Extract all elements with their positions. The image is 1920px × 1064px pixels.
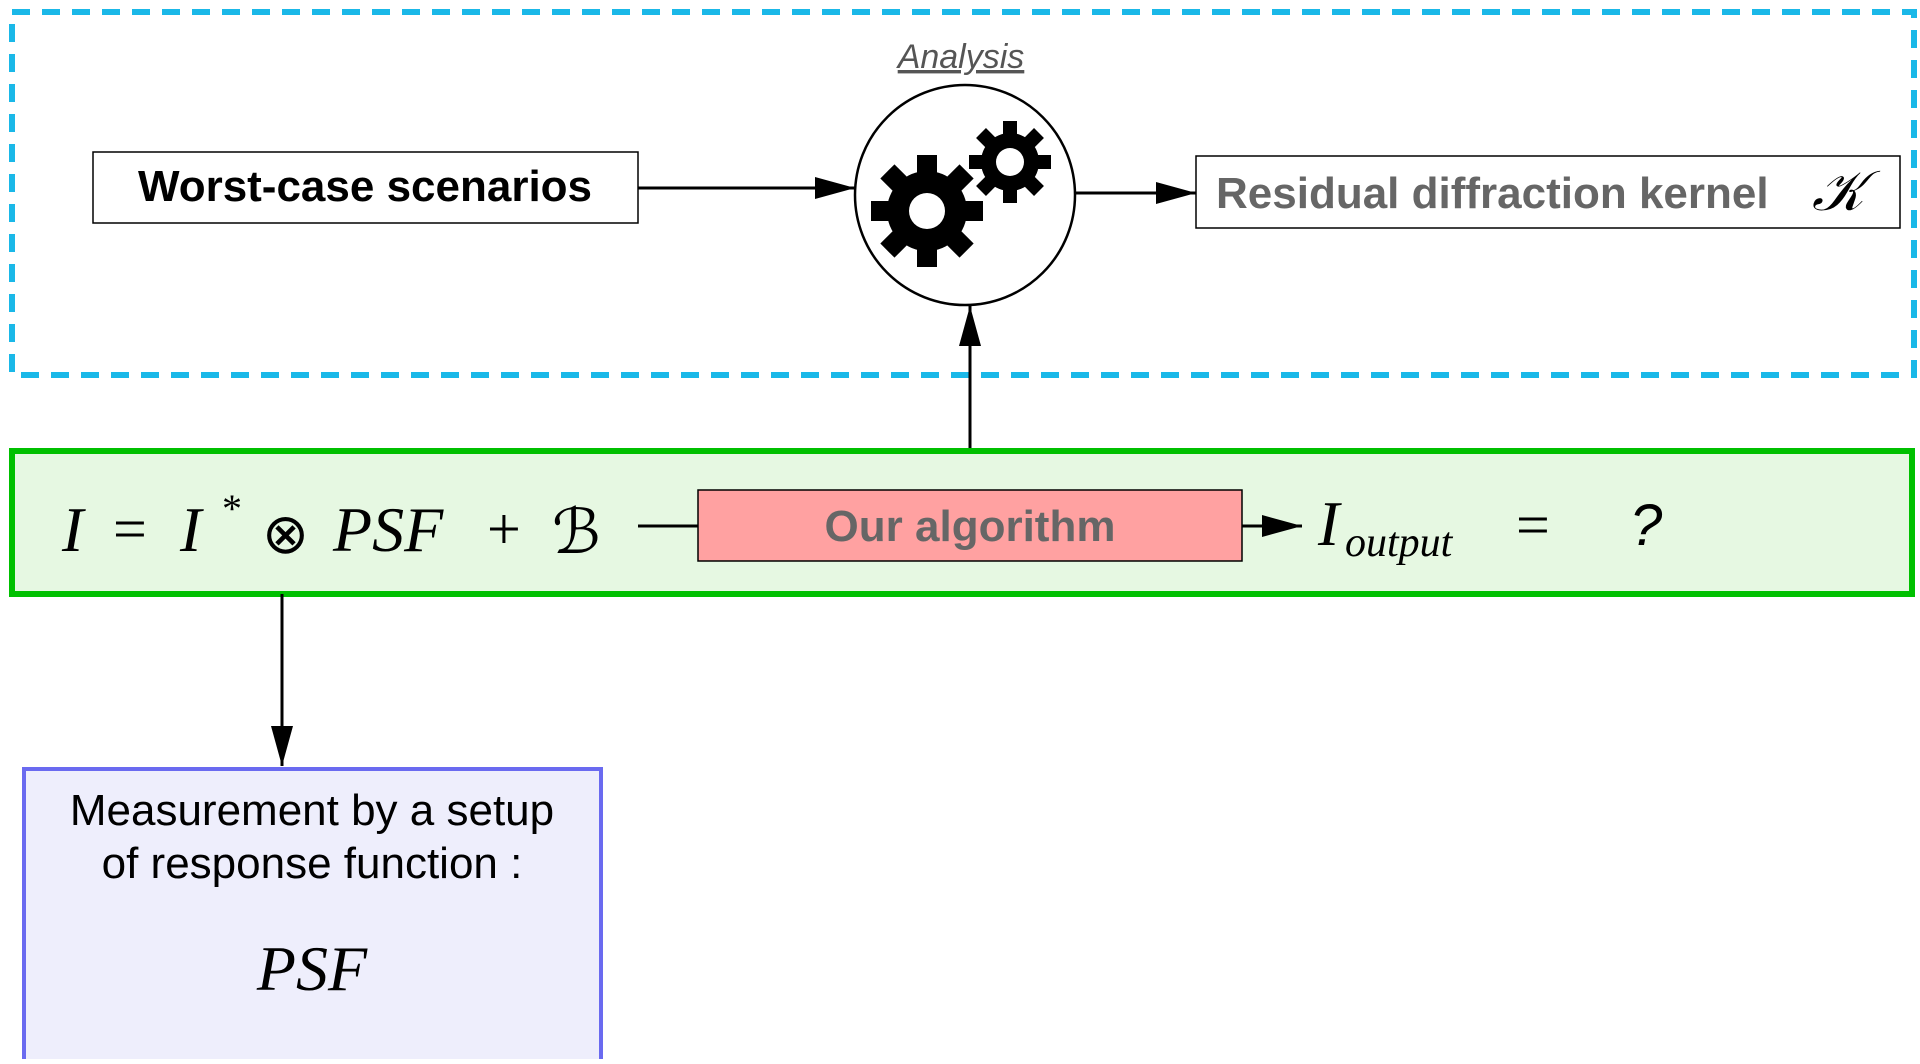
algorithm-box [697, 489, 1243, 562]
algorithm-label: Our algorithm [825, 502, 1116, 551]
worst-case-box [92, 151, 639, 224]
analysis-label: Analysis [896, 38, 1025, 76]
eq-I: I [61, 494, 86, 565]
output-equation: I output = ? [1317, 488, 1663, 566]
eq-plus: + [487, 496, 521, 562]
analysis-container [9, 9, 1917, 378]
eq-otimes: ⊗ [262, 502, 309, 567]
out-question: ? [1630, 493, 1663, 558]
eq-B: ℬ [552, 495, 601, 568]
eq-psf: PSF [332, 494, 444, 565]
out-I: I [1317, 488, 1342, 559]
input-equation: I = I * ⊗ PSF + ℬ [61, 486, 601, 568]
gears-icon [853, 83, 1077, 307]
eq-star: * [222, 486, 242, 531]
out-equals: = [1516, 492, 1550, 558]
residual-box [1195, 155, 1901, 229]
measurement-line1: Measurement by a setup [70, 786, 554, 835]
measurement-box [22, 767, 603, 1064]
worst-case-label: Worst-case scenarios [138, 162, 592, 211]
eq-equals: = [113, 496, 147, 562]
residual-label: Residual diffraction kernel [1216, 169, 1769, 218]
measurement-line2: of response function : [102, 839, 523, 888]
out-subscript: output [1345, 520, 1454, 566]
eq-I-star: I [179, 494, 204, 565]
measurement-psf: PSF [256, 933, 368, 1004]
